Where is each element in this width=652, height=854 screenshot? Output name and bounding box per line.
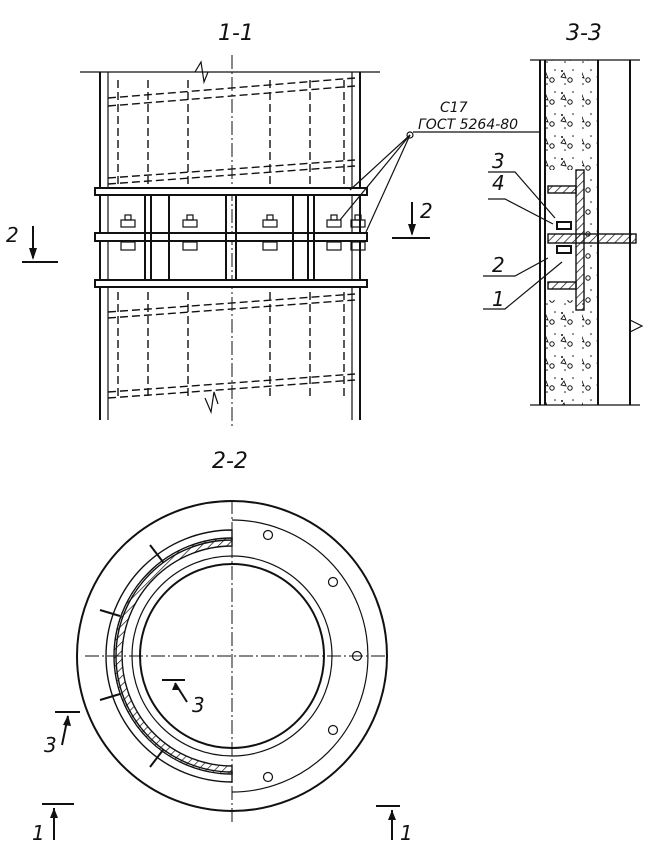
callout-4: 4 — [492, 171, 505, 195]
cut-label: 1 — [400, 821, 413, 845]
section-title-2-2: 2-2 — [212, 449, 248, 474]
cut-label: 3 — [44, 733, 57, 757]
section-title-3-3: 3-3 — [566, 21, 602, 46]
cut-mark-2-right: 2 — [392, 199, 433, 239]
callout-3: 3 — [492, 149, 505, 173]
cut-mark-3-outer: 3 — [44, 711, 80, 757]
cut-mark-1-left: 1 — [32, 803, 74, 845]
cut-label: 1 — [32, 821, 45, 845]
callout-1: 1 — [492, 287, 505, 311]
weld-note-standard: ГОСТ 5264-80 — [418, 117, 518, 133]
cut-mark-2-left: 2 — [6, 223, 58, 263]
callout-2: 2 — [492, 253, 505, 277]
section-title-1-1: 1-1 — [218, 21, 254, 46]
cut-label: 3 — [192, 693, 205, 717]
cut-label: 2 — [6, 223, 19, 247]
section-2-2-view — [76, 500, 388, 825]
cut-mark-1-right: 1 — [376, 805, 413, 845]
bolt-icons — [120, 214, 366, 251]
section-3-3-view: 3 4 2 1 — [483, 59, 644, 406]
weld-note-code: С17 — [440, 100, 468, 116]
cut-mark-3-inner: 3 — [162, 679, 205, 717]
section-1-1-view: С17 ГОСТ 5264-80 — [80, 55, 540, 428]
cut-label: 2 — [420, 199, 433, 223]
